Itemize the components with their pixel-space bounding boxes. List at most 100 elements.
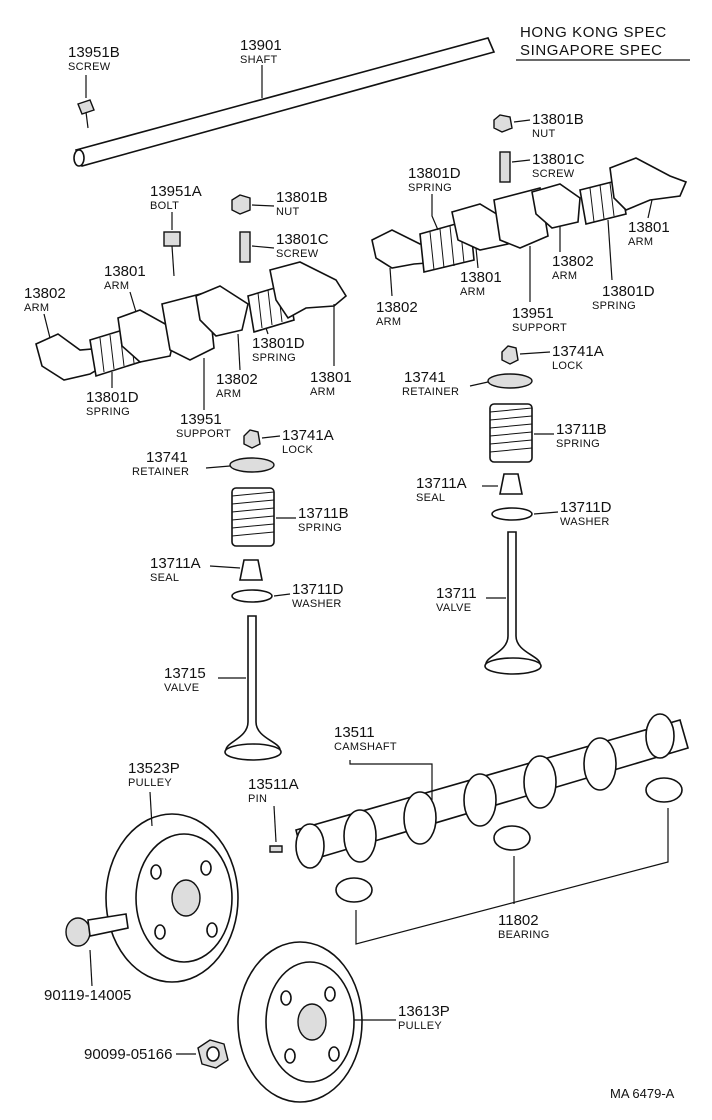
label-spring-rt-name: SPRING — [408, 182, 452, 194]
bolt-pulley-head — [65, 917, 91, 947]
label-screw-r-name: SCREW — [532, 168, 575, 180]
leader-spring-rt — [431, 194, 439, 231]
label-washer-l-name: WASHER — [292, 598, 342, 610]
label-arm-ll-number: 13802 — [24, 285, 66, 302]
label-valve-l-number: 13715 — [164, 665, 206, 682]
cam-lobe-4 — [523, 755, 557, 809]
pulley-1-hole-1 — [150, 864, 162, 880]
label-nut-r-number: 13801B — [532, 111, 584, 128]
leader-arm-rm — [475, 247, 479, 269]
label-bolt-l-number: 13951A — [150, 183, 202, 200]
camshaft-group: 13511 CAMSHAFT 13511A PIN — [248, 713, 689, 869]
bolt-90119-14005: 90119-14005 — [44, 913, 131, 1004]
label-bearing-number: 11802 — [498, 912, 539, 929]
shaft-body — [74, 37, 496, 167]
label-pulley1-name: PULLEY — [128, 777, 172, 789]
label-shaft-name: SHAFT — [240, 54, 278, 66]
label-arm-rm-number: 13801 — [460, 269, 502, 286]
label-pin-name: PIN — [248, 793, 267, 805]
right-rocker-assembly: 13801B NUT 13801C SCREW 13801D SPRING 13… — [371, 111, 688, 334]
label-support-l-number: 13951 — [180, 411, 222, 428]
nut-left-13801b — [231, 194, 251, 215]
lock-left — [243, 429, 261, 449]
arm-right-right — [609, 157, 688, 211]
lock-right — [501, 345, 519, 365]
label-camshaft-number: 13511 — [334, 724, 375, 741]
leader-pin — [273, 805, 277, 843]
leader-lock-l — [261, 435, 281, 439]
right-valve-train: 13741A LOCK 13741 RETAINER 13711B SPRING… — [402, 343, 612, 675]
washer-right — [491, 507, 533, 521]
label-arm-lr-number: 13801 — [310, 369, 352, 386]
valve-left — [225, 615, 281, 751]
seal-left — [239, 559, 263, 581]
leader-arm-ll — [43, 313, 51, 339]
leader-screw-l — [251, 245, 275, 249]
label-arm-rm2-name: ARM — [552, 270, 577, 282]
nut-90099-05166: 90099-05166 — [84, 1039, 229, 1069]
seal-right — [499, 473, 523, 495]
leader-pulley1 — [149, 791, 153, 827]
label-bolt-l-name: BOLT — [150, 200, 179, 212]
cam-lobe-3 — [463, 773, 497, 827]
label-valve-l-name: VALVE — [164, 682, 199, 694]
label-arm-lm-name: ARM — [216, 388, 241, 400]
label-vspring-r-number: 13711B — [556, 421, 607, 438]
valve-right-head — [484, 657, 542, 675]
spec-header-line2: SINGAPORE SPEC — [520, 42, 663, 59]
label-spring-rb-number: 13801D — [602, 283, 655, 300]
leader-arm-lm — [237, 333, 241, 371]
leader-bearing-outline — [355, 808, 669, 945]
retainer-right — [487, 373, 533, 389]
label-nut-l-name: NUT — [276, 206, 300, 218]
leader-spring-rb — [607, 219, 613, 281]
pulley-1-hole-4 — [154, 924, 166, 940]
label-seal-l-name: SEAL — [150, 572, 179, 584]
label-retainer-l-name: RETAINER — [132, 466, 189, 478]
arm-left-mid2 — [195, 285, 249, 337]
pulley-2-hole-2 — [324, 986, 336, 1002]
camshaft-end — [295, 823, 325, 869]
bearing-2 — [493, 825, 531, 851]
label-arm-ll-name: ARM — [24, 302, 49, 314]
spring-left-bottom-coils — [99, 328, 135, 373]
label-retainer-l-number: 13741 — [146, 449, 188, 466]
cam-lobe-2 — [403, 791, 437, 845]
label-support-r-number: 13951 — [512, 305, 554, 322]
leader-lock-r — [519, 351, 551, 355]
label-vspring-l-name: SPRING — [298, 522, 342, 534]
cam-lobe-1 — [343, 809, 377, 863]
label-shaft-number: 13901 — [240, 37, 282, 54]
cam-lobe-6 — [645, 713, 675, 759]
pulley-2-hole-1 — [280, 990, 292, 1006]
label-lock-l-name: LOCK — [282, 444, 314, 456]
label-arm-rl-number: 13802 — [376, 299, 418, 316]
pulley-2-hole-3 — [328, 1046, 340, 1062]
pulley-1-hole-2 — [200, 860, 212, 876]
leader-washer-r — [533, 511, 559, 515]
label-spring-lb-number: 13801D — [86, 389, 139, 406]
label-washer-l-number: 13711D — [292, 581, 344, 598]
label-valve-r-number: 13711 — [436, 585, 477, 602]
label-spring-rt-number: 13801D — [408, 165, 461, 182]
label-13951b-name: SCREW — [68, 61, 111, 73]
label-retainer-r-number: 13741 — [404, 369, 446, 386]
label-washer-r-number: 13711D — [560, 499, 612, 516]
leader-arm-rr — [647, 199, 653, 219]
leader-arm-lt — [129, 291, 137, 313]
pulley-2-hub — [297, 1003, 327, 1041]
leader-camshaft — [349, 760, 433, 800]
spec-header-line1: HONG KONG SPEC — [520, 24, 667, 41]
label-lock-r-number: 13741A — [552, 343, 604, 360]
pulley-13613p: 13613P PULLEY — [237, 941, 450, 1103]
arm-right-mid2 — [531, 183, 581, 229]
label-lock-r-name: LOCK — [552, 360, 584, 372]
label-arm-rr-name: ARM — [628, 236, 653, 248]
label-nut-r-name: NUT — [532, 128, 556, 140]
label-vspring-r-name: SPRING — [556, 438, 600, 450]
label-seal-r-name: SEAL — [416, 492, 445, 504]
shaft: 13901 SHAFT — [73, 37, 496, 167]
leader-washer-l — [273, 593, 291, 597]
screw-head — [77, 99, 95, 115]
leader-bolt-pulley — [89, 949, 93, 987]
